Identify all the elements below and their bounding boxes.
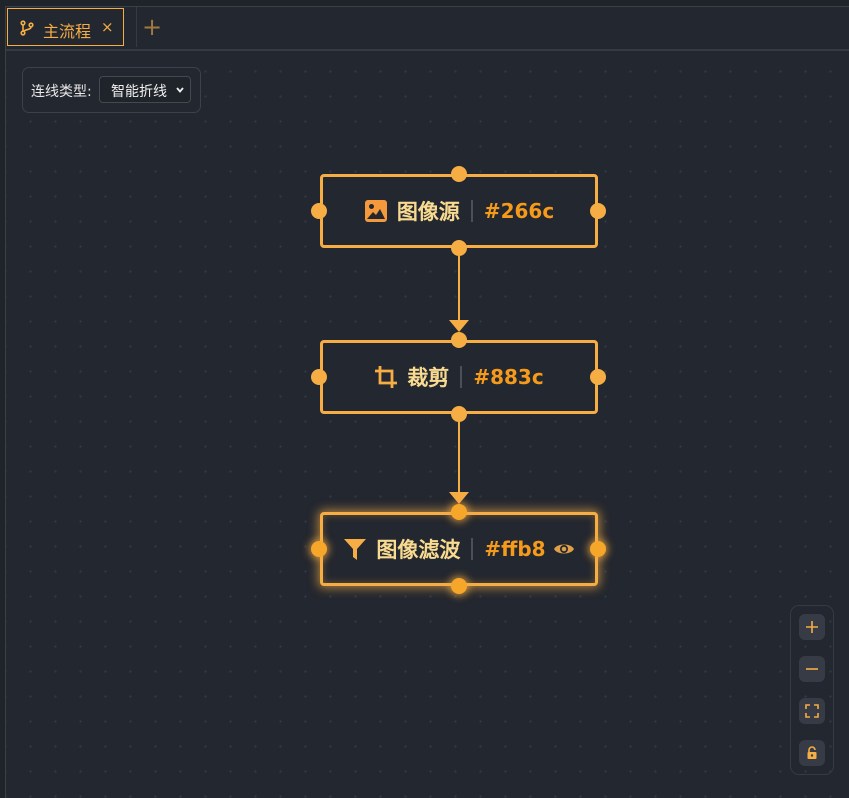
edge-line[interactable] xyxy=(458,256,460,326)
fullscreen-icon xyxy=(805,704,819,718)
port-right[interactable] xyxy=(590,369,606,385)
minus-icon xyxy=(806,668,818,670)
zoom-in-button[interactable] xyxy=(799,614,825,640)
connection-type-panel: 连线类型: 智能折线 xyxy=(22,67,201,113)
connection-type-value: 智能折线 xyxy=(111,84,167,100)
flow-canvas[interactable]: 连线类型: 智能折线 图像源 #266c xyxy=(6,51,849,798)
flow-node[interactable]: 图像源 #266c xyxy=(320,174,598,248)
zoom-out-button[interactable] xyxy=(799,656,825,682)
edge-arrow xyxy=(449,492,469,504)
close-icon[interactable]: × xyxy=(101,18,114,36)
unlock-icon xyxy=(807,746,817,759)
chevron-down-icon xyxy=(176,87,184,93)
port-left[interactable] xyxy=(311,369,327,385)
node-title: 图像源 xyxy=(396,200,460,224)
zoom-controls xyxy=(790,605,834,775)
node-id: #883c xyxy=(473,365,544,389)
port-right[interactable] xyxy=(590,203,606,219)
port-bottom[interactable] xyxy=(451,578,467,594)
plus-icon xyxy=(806,621,818,633)
node-title: 图像滤波 xyxy=(376,538,461,562)
port-top[interactable] xyxy=(451,504,467,520)
node-id: #266c xyxy=(483,199,555,223)
flow-node[interactable]: 裁剪 #883c xyxy=(320,340,598,414)
edge-line[interactable] xyxy=(458,422,460,494)
tab-bar: 主流程 × + xyxy=(6,7,849,51)
node-divider xyxy=(460,366,463,388)
git-branch-icon xyxy=(20,20,34,36)
lock-button[interactable] xyxy=(799,740,825,766)
crop-icon xyxy=(375,366,398,388)
node-divider xyxy=(471,538,474,560)
port-top[interactable] xyxy=(451,166,467,182)
add-tab-button[interactable]: + xyxy=(141,13,163,41)
node-id: #ffb8 xyxy=(484,537,546,561)
connection-type-label: 连线类型: xyxy=(31,84,92,100)
port-left[interactable] xyxy=(311,203,327,219)
node-divider xyxy=(470,200,473,222)
tab-divider xyxy=(136,7,137,47)
port-bottom[interactable] xyxy=(451,406,467,422)
port-top[interactable] xyxy=(451,332,467,348)
tab-label: 主流程 xyxy=(43,22,92,41)
port-bottom[interactable] xyxy=(451,240,467,256)
eye-icon[interactable] xyxy=(553,541,575,557)
fit-view-button[interactable] xyxy=(799,698,825,724)
filter-icon xyxy=(344,539,367,560)
flow-node-selected[interactable]: 图像滤波 #ffb8 xyxy=(320,512,598,586)
tab-main-flow[interactable]: 主流程 × xyxy=(7,8,124,46)
port-right[interactable] xyxy=(590,541,606,557)
image-icon xyxy=(364,200,387,222)
edge-arrow xyxy=(449,320,469,332)
port-left[interactable] xyxy=(311,541,327,557)
connection-type-select[interactable]: 智能折线 xyxy=(99,76,191,103)
flow-editor: 主流程 × + 连线类型: 智能折线 图像源 xyxy=(5,6,849,798)
node-title: 裁剪 xyxy=(407,366,450,390)
